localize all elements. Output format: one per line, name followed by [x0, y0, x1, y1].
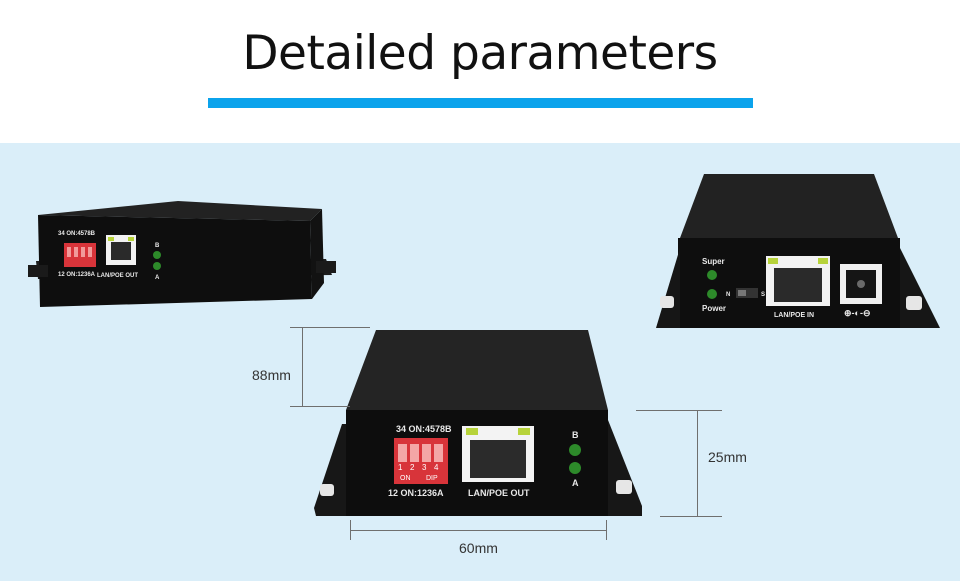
led-b	[569, 444, 581, 456]
dim-88-bottom-tick	[290, 406, 350, 407]
led-a-label: A	[572, 478, 579, 488]
dip-dip-text: DIP	[426, 475, 438, 482]
led-b-label: B	[572, 430, 579, 440]
small-led-b	[153, 251, 161, 259]
mode-switch	[736, 288, 758, 298]
switch-s-label: S	[761, 292, 765, 298]
header-section: Detailed parameters	[0, 0, 960, 143]
back-led-super	[707, 270, 717, 280]
dip-top-label: 34 ON:4578B	[396, 424, 452, 434]
dim-88-top-tick	[290, 327, 370, 328]
dim-60-line	[350, 530, 607, 531]
dim-88-line	[302, 327, 303, 407]
dim-60-label: 60mm	[459, 540, 498, 556]
dip-num-2: 2	[410, 463, 415, 472]
dim-25-label: 25mm	[708, 449, 747, 465]
small-dip-bottom-label: 12 ON:1236A	[58, 272, 96, 278]
device-back: Super Power N S LAN/POE IN ⊕-◐-⊖	[656, 174, 940, 328]
switch-n-label: N	[726, 292, 730, 298]
led-a	[569, 462, 581, 474]
small-led-a	[153, 262, 161, 270]
back-port-label: LAN/POE IN	[774, 312, 814, 319]
dip-bottom-label: 12 ON:1236A	[388, 488, 444, 498]
dim-88-label: 88mm	[252, 367, 291, 383]
back-led-power-label: Power	[702, 304, 726, 313]
dip-num-4: 4	[434, 463, 439, 472]
dim-25-bottom-tick	[660, 516, 722, 517]
dip-on-text: ON	[400, 475, 411, 482]
dip-num-1: 1	[398, 463, 403, 472]
back-led-power	[707, 289, 717, 299]
small-led-b-label: B	[155, 243, 160, 249]
port-label: LAN/POE OUT	[468, 488, 530, 498]
device-front-small: 34 ON:4578B 12 ON:1236A LAN/POE OUT B A	[28, 201, 336, 307]
small-port-label: LAN/POE OUT	[97, 273, 138, 279]
small-dip-top-label: 34 ON:4578B	[58, 231, 96, 237]
dim-25-line	[697, 410, 698, 517]
title-underline	[208, 98, 753, 108]
small-led-a-label: A	[155, 275, 160, 281]
back-led-super-label: Super	[702, 257, 725, 266]
dim-25-top-tick	[636, 410, 722, 411]
device-front-main: 34 ON:4578B 12 ON:1236A 1 2 3 4 ON DIP L…	[314, 330, 642, 516]
dip-num-3: 3	[422, 463, 427, 472]
polarity-symbol: ⊕-◐-⊖	[844, 308, 871, 318]
page-title: Detailed parameters	[242, 26, 718, 81]
